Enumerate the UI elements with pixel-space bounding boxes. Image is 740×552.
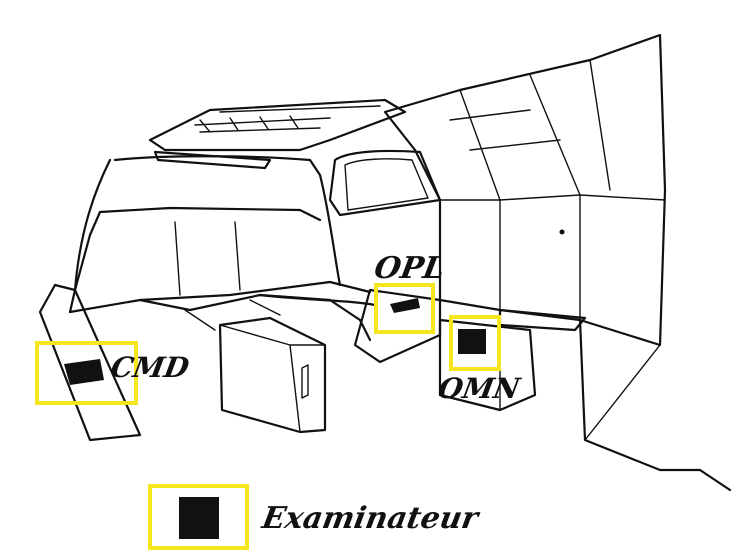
label-cmd: CMD [108, 351, 192, 384]
cmd-highlight-box [35, 341, 138, 405]
cabin-structure [68, 149, 442, 314]
legend: Examinateur [148, 484, 483, 550]
legend-highlight-box [148, 484, 249, 550]
opl-marker [390, 298, 420, 313]
label-opl: OPL [372, 251, 448, 286]
omn-highlight-box [449, 315, 501, 371]
center-pedestal [218, 316, 327, 434]
opl-highlight-box [374, 283, 435, 334]
right-wall-panels [383, 33, 732, 492]
legend-label: Examinateur [259, 501, 483, 536]
omn-marker [458, 329, 486, 354]
cmd-marker [64, 359, 104, 385]
legend-marker [179, 497, 219, 539]
position-markers [35, 283, 501, 405]
label-omn: OMN [436, 372, 524, 405]
